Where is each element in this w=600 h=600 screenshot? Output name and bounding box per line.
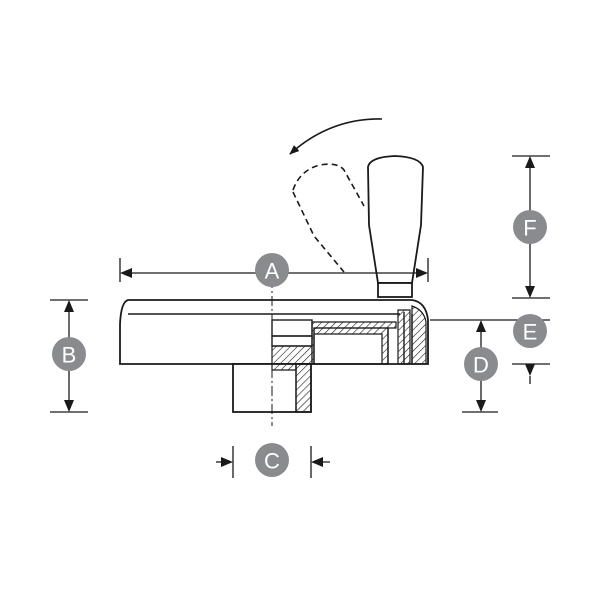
badge-c-label: C [264,449,280,474]
hatched-sections [271,305,427,413]
badge-e: E [513,314,547,348]
badge-d: D [464,347,498,381]
badge-e-label: E [523,320,538,345]
rotation-arrow [289,118,383,155]
badge-f: F [513,210,547,244]
badge-f-label: F [523,216,536,241]
badge-b-label: B [62,343,77,368]
dimension-c-lines [216,446,330,478]
badge-a-label: A [265,259,280,284]
badge-a: A [255,253,289,287]
handle-rotated-dashed [292,163,365,273]
badge-c: C [255,443,289,477]
dimension-e-lines [512,363,550,384]
handle [367,155,424,298]
badge-b: B [52,337,86,371]
badge-d-label: D [473,353,489,378]
